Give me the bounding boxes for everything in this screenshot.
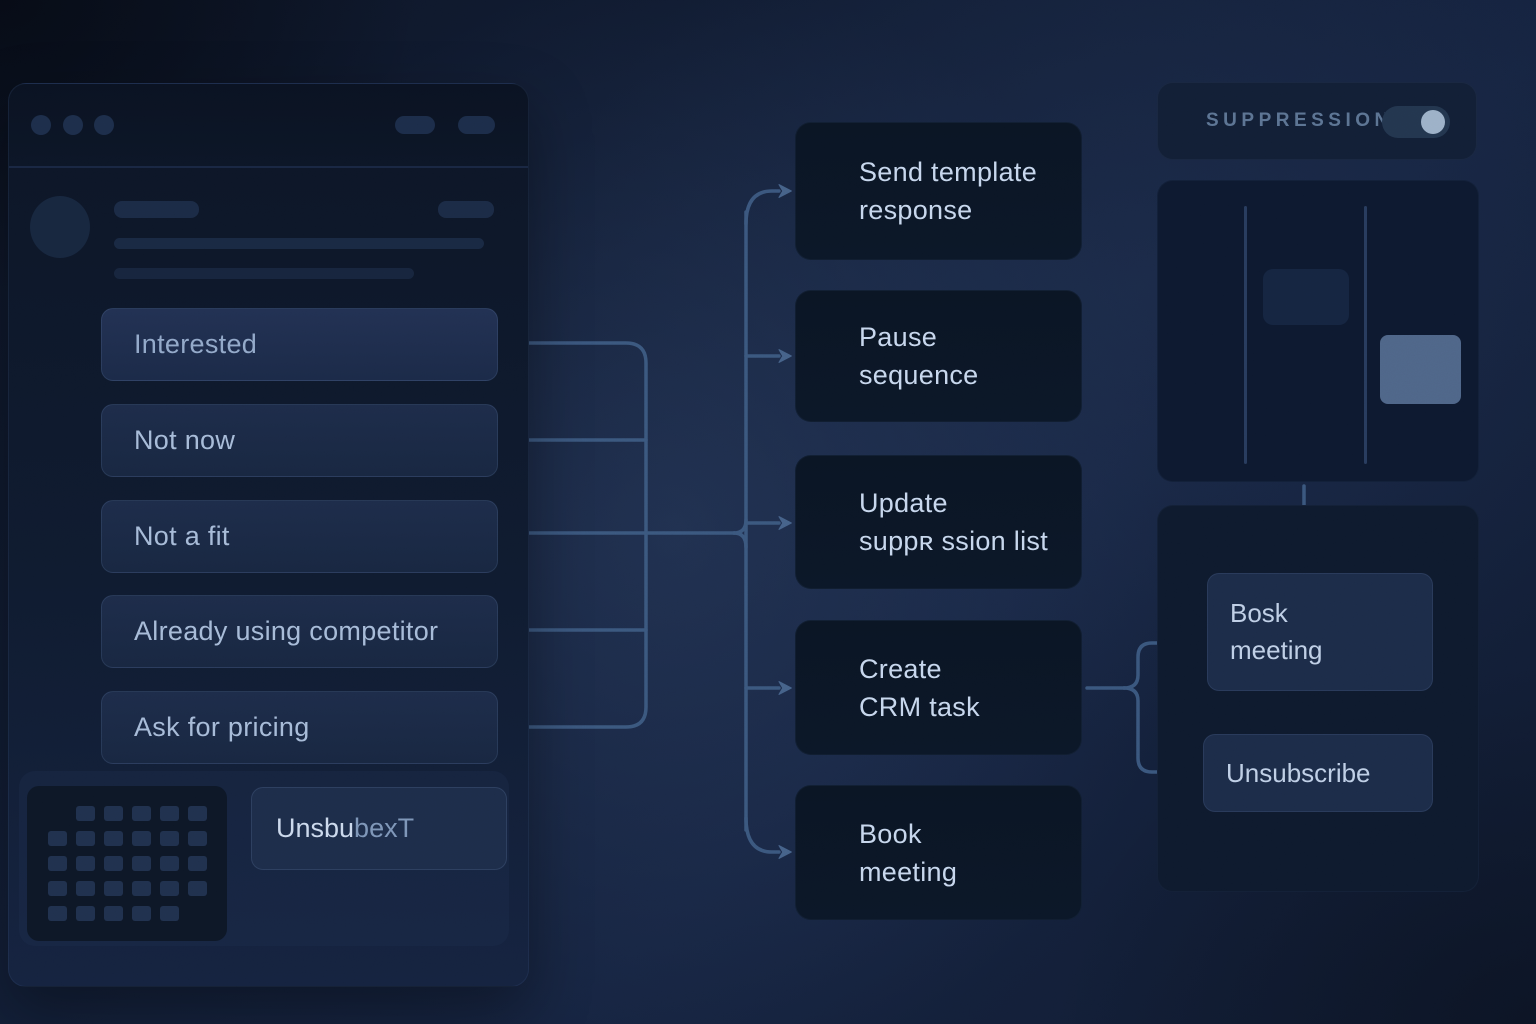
action-node-book-meeting[interactable]: Book meeting bbox=[795, 785, 1082, 920]
card-divider-line bbox=[1364, 206, 1367, 464]
connector-split-up bbox=[732, 518, 748, 535]
grid-cell bbox=[76, 881, 95, 896]
unsubscribe-label-part1: Unsbu bbox=[276, 813, 355, 843]
reply-chip-already-using-competitor[interactable]: Already using competitor bbox=[101, 595, 498, 668]
grid-cell bbox=[188, 806, 207, 821]
card-block-highlight bbox=[1380, 335, 1461, 404]
connector-interested-ask-collector bbox=[510, 341, 648, 729]
outcome-label-line2: meeting bbox=[1230, 635, 1323, 665]
grid-cell bbox=[76, 856, 95, 871]
grid-cell bbox=[132, 881, 151, 896]
reply-chip-label: Not a fit bbox=[134, 521, 230, 551]
browser-window: Interested Not now Not a fit Already usi… bbox=[8, 83, 529, 987]
action-label-line2: response bbox=[859, 195, 973, 225]
grid-cell bbox=[104, 881, 123, 896]
unsubscribe-label-part2: bexT bbox=[354, 813, 415, 843]
grid-cell bbox=[132, 856, 151, 871]
grid-cell bbox=[160, 881, 179, 896]
reply-chip-not-now[interactable]: Not now bbox=[101, 404, 498, 477]
grid-cell bbox=[104, 856, 123, 871]
grid-cell bbox=[104, 906, 123, 921]
action-label-line1: Send template bbox=[859, 157, 1038, 187]
reply-chip-label: Already using competitor bbox=[134, 616, 439, 646]
outcome-box-unsubscribe[interactable]: Unsubscribe bbox=[1203, 734, 1433, 812]
outcome-label-line1: Bosk bbox=[1230, 598, 1288, 628]
window-control-maximize-icon[interactable] bbox=[94, 115, 114, 135]
action-label-line1: Pause bbox=[859, 322, 938, 352]
toggle-knob bbox=[1421, 110, 1445, 134]
grid-cell bbox=[188, 906, 207, 921]
action-label-line2: CRM task bbox=[859, 691, 980, 722]
avatar bbox=[30, 196, 90, 258]
suppression-toggle[interactable] bbox=[1382, 106, 1450, 138]
action-label-line2: sequence bbox=[859, 360, 979, 390]
connector-split-down bbox=[732, 531, 748, 549]
grid-cell bbox=[132, 831, 151, 846]
sequence-preview-card bbox=[1157, 180, 1479, 482]
suppression-label: SUPPRESSION bbox=[1206, 110, 1393, 131]
grid-cell bbox=[104, 806, 123, 821]
grid-cell bbox=[188, 881, 207, 896]
window-control-close-icon[interactable] bbox=[31, 115, 51, 135]
outcome-box-book-meeting[interactable]: Bosk meeting bbox=[1207, 573, 1433, 691]
grid-cell bbox=[132, 806, 151, 821]
connector-arrow-send-template bbox=[744, 184, 792, 226]
message-line-skeleton bbox=[114, 268, 414, 279]
connector-arrow-book bbox=[744, 816, 792, 859]
reply-chip-label: Not now bbox=[134, 425, 236, 455]
titlebar-divider bbox=[9, 166, 528, 168]
titlebar-button-placeholder bbox=[395, 116, 435, 134]
grid-cell bbox=[160, 856, 179, 871]
action-label-line2: meeting bbox=[859, 856, 958, 887]
grid-cell bbox=[188, 856, 207, 871]
action-node-create-crm-task[interactable]: Create CRM task bbox=[795, 620, 1082, 755]
action-node-update-suppression-list[interactable]: Update suppʀ ssion list bbox=[795, 455, 1082, 589]
grid-cell bbox=[76, 906, 95, 921]
action-node-pause-sequence[interactable]: Pause sequence bbox=[795, 290, 1082, 422]
mini-grid bbox=[27, 786, 227, 941]
reply-chip-label: Interested bbox=[134, 329, 258, 359]
grid-cell bbox=[48, 906, 67, 921]
suppression-header: SUPPRESSION bbox=[1157, 82, 1477, 160]
reply-chip-label: Ask for pricing bbox=[134, 712, 310, 742]
grid-cell bbox=[160, 906, 179, 921]
grid-cell bbox=[132, 906, 151, 921]
message-line-skeleton bbox=[114, 238, 484, 249]
card-divider-line bbox=[1244, 206, 1247, 464]
grid-cell bbox=[48, 806, 67, 821]
reply-chip-not-a-fit[interactable]: Not a fit bbox=[101, 500, 498, 573]
action-label-line1: Book bbox=[859, 818, 922, 849]
outcome-panel: Bosk meeting Unsubscribe bbox=[1157, 505, 1479, 892]
outcome-label-line1: Unsubscribe bbox=[1226, 757, 1371, 788]
grid-cell bbox=[76, 806, 95, 821]
grid-cell bbox=[188, 831, 207, 846]
reply-chip-interested[interactable]: Interested bbox=[101, 308, 498, 381]
grid-cell bbox=[48, 856, 67, 871]
timestamp-skeleton bbox=[438, 201, 494, 218]
action-node-send-template-response[interactable]: Send template response bbox=[795, 122, 1082, 260]
grid-cell bbox=[48, 831, 67, 846]
grid-cell bbox=[160, 831, 179, 846]
titlebar-button-placeholder bbox=[458, 116, 495, 134]
sender-name-skeleton bbox=[114, 201, 199, 218]
window-control-minimize-icon[interactable] bbox=[63, 115, 83, 135]
action-label-line1: Update bbox=[859, 488, 948, 518]
reply-chip-ask-for-pricing[interactable]: Ask for pricing bbox=[101, 691, 498, 764]
action-label-line2: suppʀ ssion list bbox=[859, 526, 1049, 556]
card-block-placeholder bbox=[1263, 269, 1349, 325]
window-titlebar bbox=[9, 84, 528, 166]
grid-cell bbox=[160, 806, 179, 821]
action-label-line1: Create bbox=[859, 653, 942, 684]
grid-cell bbox=[48, 881, 67, 896]
grid-cell bbox=[104, 831, 123, 846]
grid-cell bbox=[76, 831, 95, 846]
